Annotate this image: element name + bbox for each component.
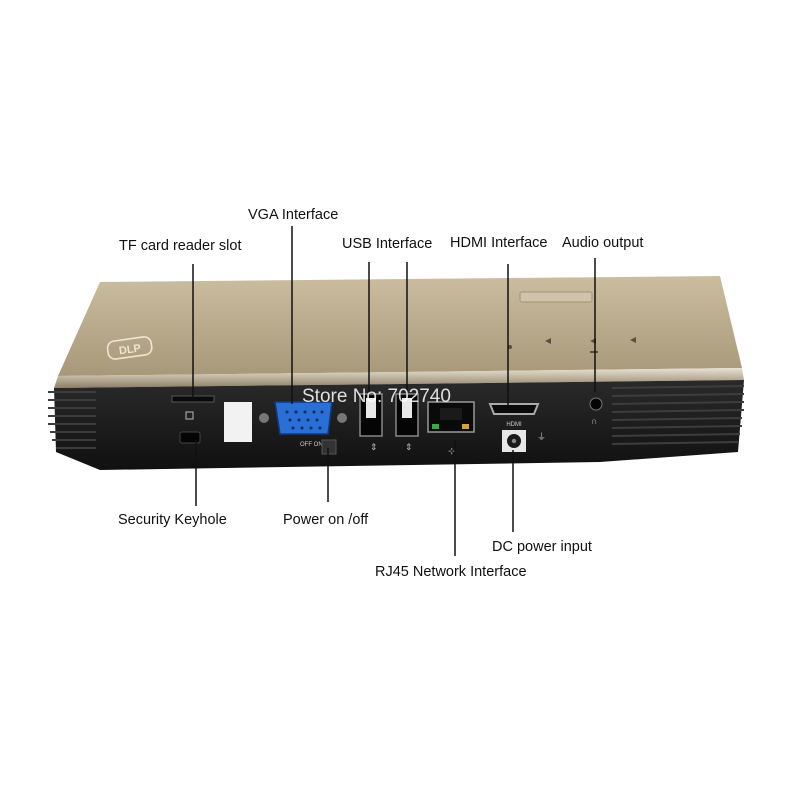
audio-jack bbox=[589, 397, 603, 411]
label-tf-card: TF card reader slot bbox=[119, 238, 242, 254]
top-rim bbox=[54, 368, 744, 388]
svg-text:DLP: DLP bbox=[118, 342, 141, 357]
dlp-logo: DLP bbox=[106, 336, 153, 360]
store-watermark: Store No: 702740 bbox=[302, 386, 451, 407]
callout-lines bbox=[192, 226, 596, 556]
svg-text:HDMI: HDMI bbox=[506, 422, 522, 428]
vga-port bbox=[259, 401, 347, 435]
label-audio: Audio output bbox=[562, 235, 644, 251]
left-vent bbox=[48, 391, 96, 449]
dc-power-port bbox=[502, 430, 526, 452]
usb-port-1 bbox=[359, 393, 383, 437]
label-vga: VGA Interface bbox=[248, 207, 339, 223]
headphone-icon: ∩ bbox=[591, 416, 597, 426]
label-hdmi: HDMI Interface bbox=[450, 235, 548, 251]
security-keyhole bbox=[179, 431, 201, 444]
label-dc-power: DC power input bbox=[492, 539, 592, 555]
label-power-switch: Power on /off bbox=[283, 512, 369, 528]
top-vent-slot bbox=[519, 291, 593, 303]
tf-card-icon bbox=[185, 411, 194, 420]
label-rj45: RJ45 Network Interface bbox=[375, 564, 527, 580]
right-vent bbox=[611, 385, 745, 445]
usb-symbol: ⇕ bbox=[405, 442, 413, 452]
power-switch bbox=[321, 439, 337, 455]
dc-symbol: ⏚ bbox=[537, 432, 546, 442]
network-symbol: ⊹ bbox=[448, 446, 456, 456]
hdmi-port: HDMI bbox=[488, 403, 540, 428]
top-panel bbox=[58, 276, 742, 376]
rj45-port bbox=[427, 401, 475, 433]
label-usb: USB Interface bbox=[342, 236, 433, 252]
label-sticker bbox=[224, 402, 252, 442]
usb-symbol: ⇕ bbox=[370, 442, 378, 452]
label-security: Security Keyhole bbox=[118, 512, 227, 528]
power-switch-marking: OFF ON bbox=[300, 442, 323, 448]
